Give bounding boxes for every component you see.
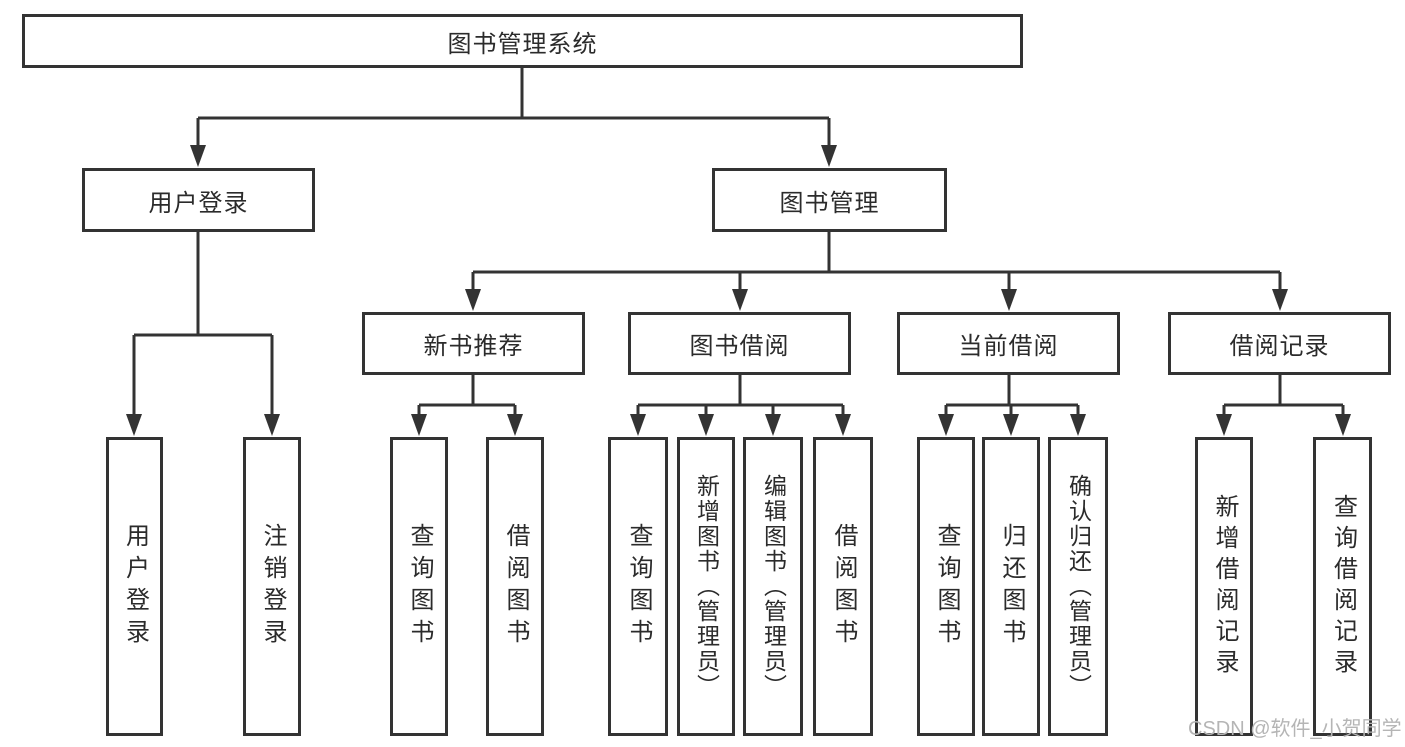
leaf-login-label: 用户登录 xyxy=(121,522,149,651)
node-user-login-label: 用户登录 xyxy=(148,189,249,217)
leaf-borrow-query: 查询图书 xyxy=(608,437,668,736)
connector-root-to-level2 xyxy=(190,66,837,167)
connector-borrow-records-to-leaves xyxy=(1216,373,1351,436)
connector-new-book-recommend-to-leaves xyxy=(411,373,523,436)
leaf-borrow-borrow: 借阅图书 xyxy=(813,437,873,736)
leaf-borrow-edit-admin-label: 编辑图书（管理员） xyxy=(760,474,787,699)
leaf-records-add: 新增借阅记录 xyxy=(1195,437,1253,736)
leaf-newbook-borrow-label: 借阅图书 xyxy=(502,522,529,651)
connector-book-borrow-to-leaves xyxy=(630,373,851,436)
leaf-borrow-edit-admin: 编辑图书（管理员） xyxy=(743,437,803,736)
leaf-newbook-query-label: 查询图书 xyxy=(406,522,433,651)
node-book-management: 图书管理 xyxy=(712,168,947,232)
watermark: CSDN @软件_小贺同学 xyxy=(1188,718,1402,740)
leaf-logout-label: 注销登录 xyxy=(259,522,286,651)
leaf-current-query-label: 查询图书 xyxy=(933,522,960,651)
leaf-newbook-query: 查询图书 xyxy=(390,437,448,736)
leaf-borrow-add-admin-label: 新增图书（管理员） xyxy=(693,474,720,699)
leaf-login: 用户登录 xyxy=(106,437,163,736)
leaf-records-query: 查询借阅记录 xyxy=(1313,437,1372,736)
leaf-borrow-borrow-label: 借阅图书 xyxy=(830,522,857,651)
node-root-label: 图书管理系统 xyxy=(447,30,598,58)
leaf-records-add-label: 新增借阅记录 xyxy=(1211,493,1238,680)
leaf-borrow-query-label: 查询图书 xyxy=(625,522,652,651)
leaf-records-query-label: 查询借阅记录 xyxy=(1329,493,1357,680)
node-user-login: 用户登录 xyxy=(82,168,315,232)
leaf-current-return-label: 归还图书 xyxy=(998,522,1025,651)
connector-book-management-to-level3 xyxy=(465,230,1288,311)
node-new-book-recommend-label: 新书推荐 xyxy=(423,333,524,360)
node-borrow-records-label: 借阅记录 xyxy=(1229,333,1330,360)
node-book-borrow-label: 图书借阅 xyxy=(689,333,790,360)
connector-user-login-to-leaves xyxy=(126,230,280,436)
node-root: 图书管理系统 xyxy=(22,14,1023,68)
connector-current-borrow-to-leaves xyxy=(938,373,1086,436)
leaf-current-confirm-admin-label: 确认归还（管理员） xyxy=(1065,474,1092,699)
node-borrow-records: 借阅记录 xyxy=(1168,312,1391,375)
node-new-book-recommend: 新书推荐 xyxy=(362,312,585,375)
leaf-current-query: 查询图书 xyxy=(917,437,975,736)
leaf-logout: 注销登录 xyxy=(243,437,301,736)
leaf-newbook-borrow: 借阅图书 xyxy=(486,437,544,736)
node-book-management-label: 图书管理 xyxy=(779,189,880,217)
leaf-borrow-add-admin: 新增图书（管理员） xyxy=(677,437,735,736)
node-book-borrow: 图书借阅 xyxy=(628,312,851,375)
node-current-borrow-label: 当前借阅 xyxy=(958,333,1059,360)
leaf-current-confirm-admin: 确认归还（管理员） xyxy=(1048,437,1108,736)
leaf-current-return: 归还图书 xyxy=(982,437,1040,736)
node-current-borrow: 当前借阅 xyxy=(897,312,1120,375)
